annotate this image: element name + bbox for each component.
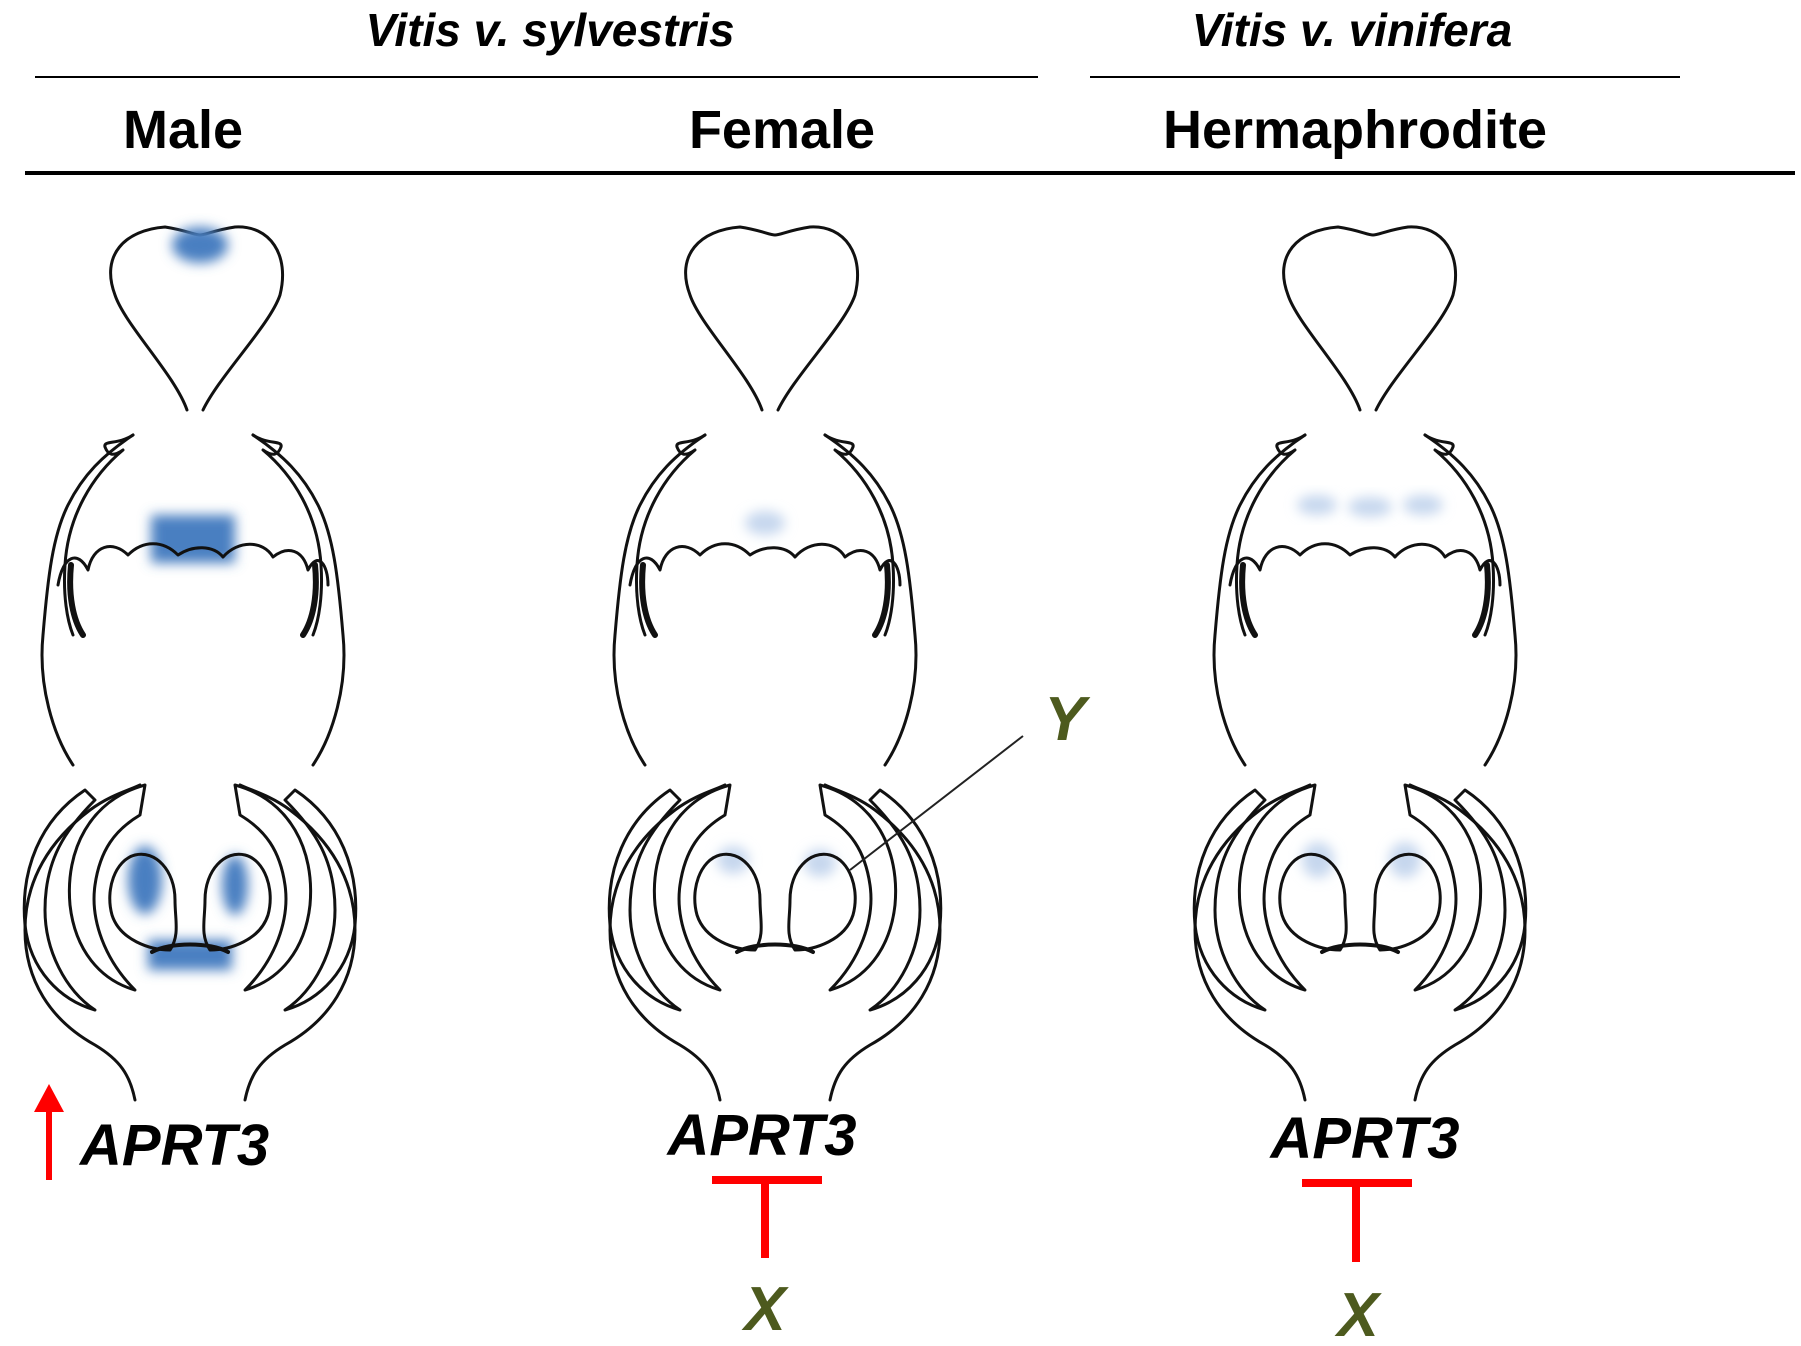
male-stage1-meristem xyxy=(109,225,285,412)
male-stage3-flower xyxy=(22,783,358,1102)
female-stage2-expression xyxy=(745,511,785,535)
hermaphrodite-stage2-expression-center xyxy=(1348,497,1392,517)
species-label-sylvestris: Vitis v. sylvestris xyxy=(365,4,734,56)
male-gene-label: APRT3 xyxy=(78,1113,269,1178)
female-stage3-flower xyxy=(607,783,943,1102)
hermaphrodite-gene-label: APRT3 xyxy=(1268,1106,1459,1171)
female-stage2-bud xyxy=(614,435,916,765)
hermaphrodite-stage2-bud xyxy=(1214,435,1516,765)
male-stage3-expression-right xyxy=(222,855,248,915)
hermaphrodite-inhibition-symbol xyxy=(1302,1179,1412,1262)
female-x-label: X xyxy=(741,1275,789,1344)
hermaphrodite-stage2-expression-left xyxy=(1297,495,1337,515)
hermaphrodite-stage3-expression-left xyxy=(1302,842,1334,878)
hermaphrodite-stage2-expression-right xyxy=(1403,495,1443,515)
male-upregulation-arrow xyxy=(34,1084,64,1180)
female-gene-label: APRT3 xyxy=(665,1103,856,1168)
female-y-label: Y xyxy=(1044,685,1091,754)
species-label-vinifera: Vitis v. vinifera xyxy=(1192,4,1512,56)
column-hermaphrodite: APRT3 X xyxy=(1192,225,1528,1346)
male-stage1-expression xyxy=(172,227,228,263)
column-male: APRT3 xyxy=(22,225,358,1180)
female-stage1-meristem xyxy=(684,225,860,412)
hermaphrodite-stage3-flower xyxy=(1192,783,1528,1102)
hermaphrodite-stage3-expression-right xyxy=(1389,842,1421,878)
male-stage2-bud xyxy=(42,435,344,765)
female-pointer-line xyxy=(849,735,1024,871)
sex-label-male: Male xyxy=(123,100,243,160)
male-stage3-expression-left xyxy=(128,846,162,914)
sex-label-hermaphrodite: Hermaphrodite xyxy=(1163,100,1547,160)
column-female: Y APRT3 X xyxy=(607,225,1091,1344)
sex-label-female: Female xyxy=(689,100,875,160)
hermaphrodite-x-label: X xyxy=(1334,1281,1382,1346)
hermaphrodite-stage1-meristem xyxy=(1282,225,1458,412)
header: Vitis v. sylvestris Vitis v. vinifera Ma… xyxy=(25,4,1795,175)
female-inhibition-symbol xyxy=(712,1176,822,1258)
